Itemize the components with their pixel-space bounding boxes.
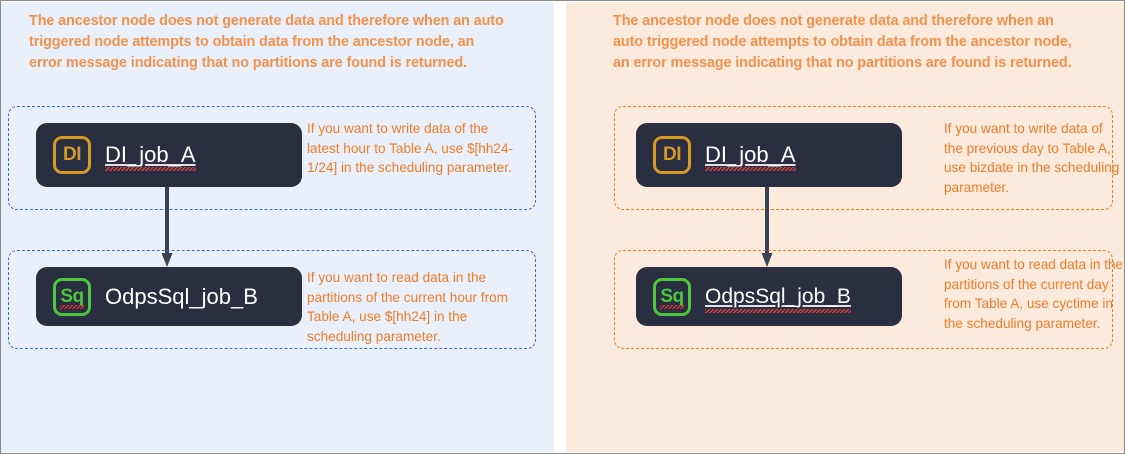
panel-daily-group-downstream (614, 250, 1113, 349)
spellcheck-squiggle-icon (105, 167, 196, 171)
sql-node-icon: Sq (653, 277, 691, 316)
spellcheck-squiggle-icon (705, 308, 851, 313)
panel-daily-group-upstream (614, 106, 1113, 210)
sql-node-icon-label: Sq (660, 285, 684, 307)
panel-daily-node-odpssql-job-b[interactable]: Sq OdpsSql_job_B (636, 267, 902, 326)
spellcheck-squiggle-icon (660, 304, 684, 309)
panel-hourly-note-upstream: If you want to write data of the latest … (307, 121, 514, 176)
panel-daily-node-di-job-a[interactable]: DI DI_job_A (636, 123, 902, 187)
panel-hourly-note-downstream: If you want to read data in the partitio… (307, 270, 508, 344)
spellcheck-squiggle-icon (60, 304, 84, 309)
panel-daily-note-downstream: If you want to read data in the partitio… (944, 257, 1124, 331)
panel-hourly-group-downstream (8, 250, 536, 349)
sql-node-icon: Sq (53, 277, 91, 316)
panel-daily-heading: The ancestor node does not generate data… (613, 13, 1072, 71)
panel-hourly-node-sq-label: OdpsSql_job_B (105, 283, 258, 309)
panel-hourly-group-upstream (8, 106, 536, 210)
di-node-icon-label: DI (63, 144, 82, 165)
panel-daily-node-sq-label: OdpsSql_job_B (705, 284, 851, 308)
panel-daily-connector-arrow (761, 187, 773, 274)
panel-hourly-connector-arrow (161, 187, 173, 274)
panel-daily-node-di-label-wrap: DI_job_A (705, 142, 796, 171)
sql-node-icon-label: Sq (60, 285, 84, 307)
panel-daily: The ancestor node does not generate data… (566, 2, 1124, 452)
panel-hourly-node-di-label-wrap: DI_job_A (105, 142, 196, 171)
panel-hourly: The ancestor node does not generate data… (1, 2, 554, 452)
panel-hourly-node-di-label: DI_job_A (105, 142, 196, 167)
spellcheck-squiggle-icon (705, 167, 796, 171)
di-node-icon: DI (53, 136, 91, 174)
panel-daily-note-upstream: If you want to write data of the previou… (944, 121, 1120, 195)
panel-hourly-heading: The ancestor node does not generate data… (29, 13, 504, 71)
di-node-icon: DI (653, 136, 691, 174)
di-node-icon-label: DI (663, 144, 682, 165)
panel-daily-node-sq-label-wrap: OdpsSql_job_B (705, 284, 851, 313)
panel-daily-node-di-label: DI_job_A (705, 142, 796, 167)
panel-hourly-node-sq-label-wrap: OdpsSql_job_B (105, 284, 258, 310)
panel-hourly-node-di-job-a[interactable]: DI DI_job_A (36, 123, 302, 187)
panel-hourly-node-odpssql-job-b[interactable]: Sq OdpsSql_job_B (36, 267, 302, 326)
